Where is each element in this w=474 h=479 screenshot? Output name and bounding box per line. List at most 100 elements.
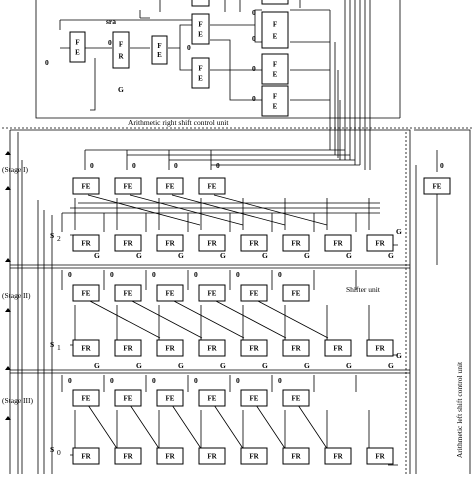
fr-block	[114, 339, 142, 357]
zero-label: 0	[45, 58, 49, 67]
fr-block-label: FR	[249, 453, 259, 461]
zero-label: 0	[252, 94, 256, 103]
fr-block-label: FR	[81, 453, 91, 461]
sra-label: sra	[106, 17, 116, 26]
zero-label: 0	[174, 161, 178, 170]
fe-block-label: FE	[166, 395, 175, 403]
fr-block	[156, 447, 184, 465]
fr-block-label: FR	[375, 453, 385, 461]
fe-block-label: FE	[82, 395, 91, 403]
g-output-label: G	[262, 251, 268, 260]
fr-block	[240, 339, 268, 357]
fe-block-ctrl-letter: F	[75, 39, 79, 47]
fr-block-label: FR	[123, 240, 133, 248]
fr-block	[282, 447, 310, 465]
fr-block-label: FR	[249, 240, 259, 248]
stage-arrow-marker	[5, 366, 11, 370]
fr-block-label: FR	[207, 240, 217, 248]
zero-label: 0	[252, 8, 256, 17]
fr-block	[72, 339, 100, 357]
zero-label: 0	[440, 161, 444, 170]
fr-block	[240, 234, 268, 252]
g-output-label: G	[388, 361, 394, 370]
control-wires	[59, 0, 341, 160]
fr-block-label: FR	[291, 345, 301, 353]
fe-block	[198, 284, 226, 302]
g-output-label: G	[396, 351, 402, 360]
stage-arrow-marker	[5, 186, 11, 190]
fe-block-ctrl	[151, 35, 168, 65]
fe-block-ctrl	[69, 31, 86, 63]
zero-label: 0	[187, 43, 191, 52]
blocks-layer	[5, 0, 451, 465]
zero-label: 0	[278, 376, 282, 385]
fe-block-ctrl	[191, 57, 210, 89]
fe-block-ctrl	[191, 13, 210, 45]
zero-label: 0	[278, 270, 282, 279]
fr-block-label: FR	[123, 453, 133, 461]
g-output-label: G	[220, 251, 226, 260]
fe-block-label: FE	[208, 395, 217, 403]
fe-block-label: FE	[82, 183, 91, 191]
fe-block	[114, 284, 142, 302]
fr-block	[240, 447, 268, 465]
fr-block	[282, 234, 310, 252]
fr-block	[72, 447, 100, 465]
fe-block-label: FE	[166, 290, 175, 298]
fe-block-label: FE	[124, 290, 133, 298]
zero-label: 0	[110, 270, 114, 279]
g-output-label: G	[304, 361, 310, 370]
fe-block	[240, 284, 268, 302]
fr-block-ctrl-letter: R	[118, 53, 124, 61]
fr-block	[156, 339, 184, 357]
fr-block	[198, 234, 226, 252]
zero-label: 0	[152, 270, 156, 279]
fr-block-ctrl-letter: F	[119, 41, 123, 49]
fe-block	[156, 177, 184, 195]
stage-iii-label: (Stage III)	[2, 396, 34, 405]
fe-block-label: FE	[208, 290, 217, 298]
g-output-label: G	[178, 361, 184, 370]
zero-label: 0	[132, 161, 136, 170]
fe-block-ctrl-letter: E	[198, 31, 203, 39]
s1-label: S	[50, 340, 54, 349]
fr-block-ctrl	[112, 31, 130, 69]
stage-arrow-marker	[5, 308, 11, 312]
arith-left-unit-label: Arithmetic left shift control unit	[455, 361, 464, 458]
fe-block-ctrl-letter: F	[273, 61, 277, 69]
fe-block-label: FE	[208, 183, 217, 191]
fe-block-ctrl	[191, 0, 210, 7]
fe-block-label: FE	[250, 395, 259, 403]
lattice-wires	[61, 149, 438, 466]
g-output-label: G	[396, 227, 402, 236]
zero-label: 0	[236, 376, 240, 385]
fr-block-label: FR	[375, 345, 385, 353]
fe-block	[198, 177, 226, 195]
fr-block	[366, 339, 394, 357]
fe-block-label: FE	[82, 290, 91, 298]
g-output-label: G	[94, 251, 100, 260]
fe-block	[240, 389, 268, 407]
fe-block	[282, 284, 310, 302]
fr-block-label: FR	[333, 453, 343, 461]
g-output-label: G	[94, 361, 100, 370]
zero-label: 0	[252, 34, 256, 43]
s2-subscript: 2	[57, 234, 61, 243]
fr-block-label: FR	[81, 240, 91, 248]
fe-block-ctrl-letter: F	[273, 93, 277, 101]
fe-block	[114, 389, 142, 407]
fe-block-ctrl-letter: F	[198, 65, 202, 73]
zero-label: 0	[236, 270, 240, 279]
fr-block-label: FR	[333, 240, 343, 248]
g-output-label: G	[262, 361, 268, 370]
fe-block-label: FE	[124, 395, 133, 403]
zero-label: 0	[108, 38, 112, 47]
fr-block	[366, 447, 394, 465]
fr-block	[324, 447, 352, 465]
g-output-label: G	[118, 85, 124, 94]
fe-block-ctrl	[261, 11, 289, 49]
fe-block-ctrl-letter: F	[198, 21, 202, 29]
fe-block-label: FE	[166, 183, 175, 191]
fe-block-label: FE	[292, 395, 301, 403]
